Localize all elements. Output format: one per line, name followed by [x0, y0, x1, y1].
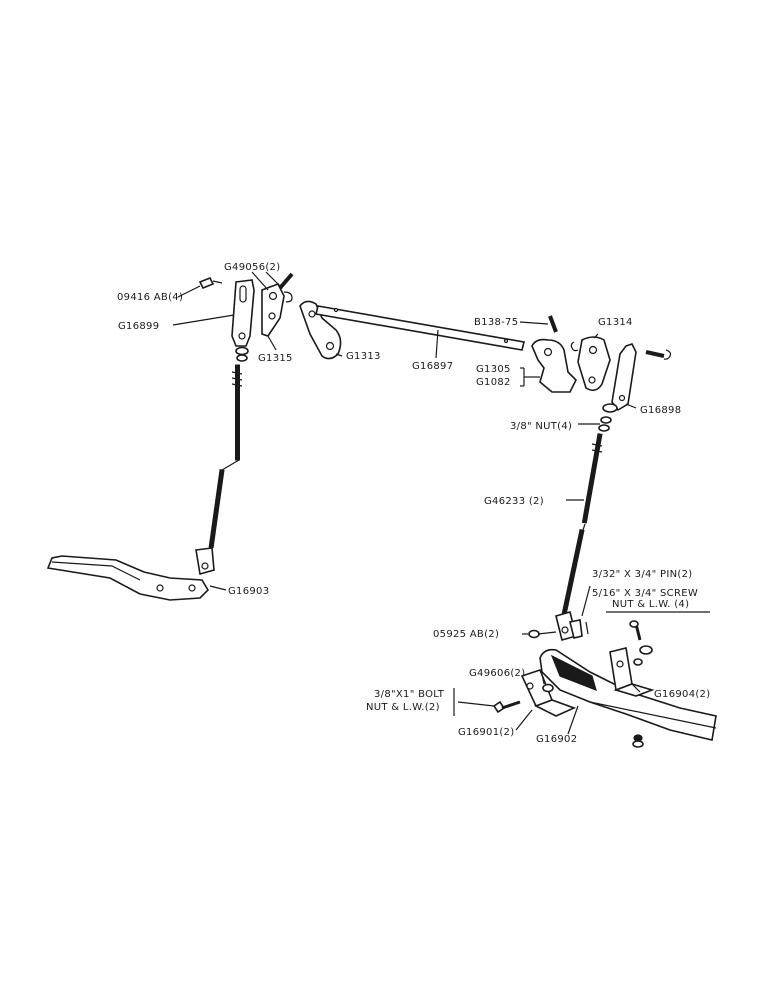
nut-lower [632, 734, 644, 748]
label-g16904: G16904(2) [654, 689, 710, 700]
label-g16897: G16897 [412, 361, 453, 372]
label-bolt-line1: 3/8"X1" BOLT [374, 689, 445, 700]
label-g16899: G16899 [118, 321, 159, 332]
clevis-right [528, 611, 589, 641]
label-g1313: G1313 [346, 351, 381, 362]
label-g46233: G46233 (2) [484, 496, 544, 507]
plate-g1314 [570, 336, 611, 392]
nut-left-upper [235, 346, 249, 362]
label-g16901: G16901(2) [458, 727, 514, 738]
label-g16898: G16898 [640, 405, 681, 416]
pedal-g16903 [46, 555, 210, 601]
label-bolt-line2: NUT & L.W.(2) [366, 702, 440, 713]
rod-right-g46233 [560, 433, 603, 621]
nut-right-upper [598, 403, 618, 432]
label-g1082: G1082 [476, 377, 511, 388]
label-05925ab: 05925 AB(2) [433, 629, 499, 640]
pin-b138-75 [548, 315, 558, 333]
label-g16903: G16903 [228, 586, 269, 597]
pedal-g16902 [539, 648, 717, 741]
lever-g16898 [611, 343, 672, 412]
label-g1314: G1314 [598, 317, 633, 328]
lever-g16899 [231, 279, 255, 347]
rod-left [208, 364, 243, 549]
label-g49056: G49056(2) [224, 262, 280, 273]
arm-g1313 [299, 300, 342, 360]
label-g16902: G16902 [536, 734, 577, 745]
label-screw-line1: 5/16" X 3/4" SCREW [592, 588, 698, 599]
label-09416ab: 09416 AB(4) [117, 292, 183, 303]
arm-g1305 [531, 338, 577, 393]
link-g1315 [261, 282, 293, 337]
bracket-g16904 [609, 620, 655, 697]
label-pin-3-32: 3/32" X 3/4" PIN(2) [592, 569, 692, 580]
clevis-left [195, 547, 215, 576]
bracket-g16901 [520, 669, 577, 717]
label-screw-line2: NUT & L.W. (4) [612, 599, 689, 610]
leader-lines [172, 271, 710, 735]
shaft-g16897 [315, 305, 525, 351]
label-g49606: G49606(2) [469, 668, 525, 679]
label-g1305: G1305 [476, 364, 511, 375]
pin-09416ab [198, 276, 223, 290]
bolt-3-8x1 [492, 700, 521, 714]
pin-g49056-left [278, 272, 294, 290]
label-g1315: G1315 [258, 353, 293, 364]
label-nut-3-8: 3/8" NUT(4) [510, 421, 572, 432]
label-b138-75: B138-75 [474, 317, 518, 328]
